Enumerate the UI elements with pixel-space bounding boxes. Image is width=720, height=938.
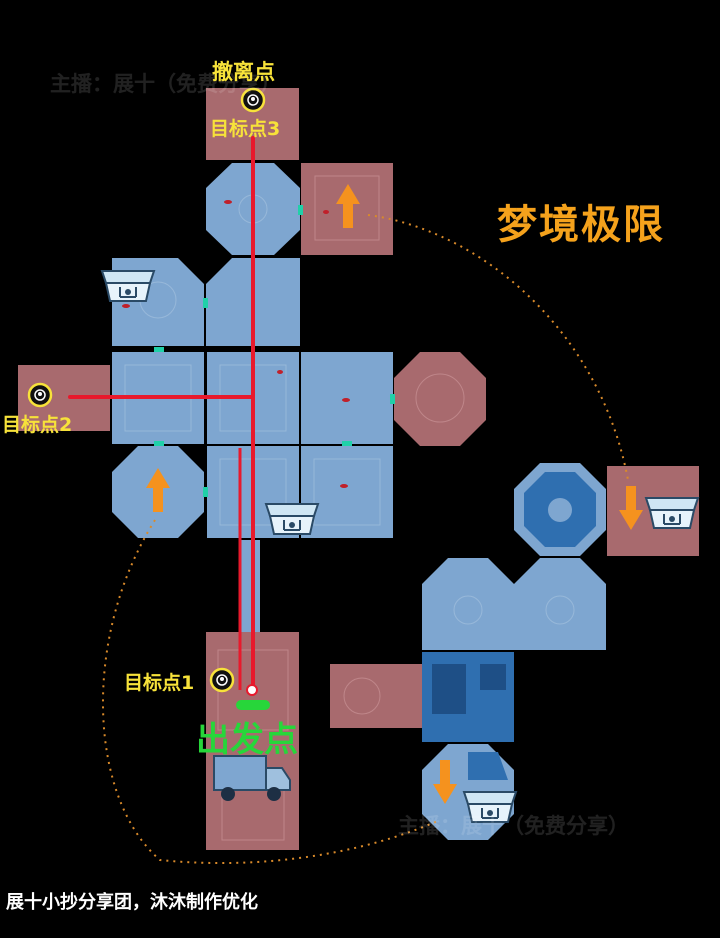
truck-icon <box>213 755 291 801</box>
treasure-chest-icon <box>265 503 319 535</box>
watermark-bottom: 主播：展十（免费分享） <box>398 814 629 838</box>
down-arrow-icon <box>619 486 643 530</box>
doors <box>154 205 395 497</box>
down-arrow-icon <box>433 760 457 804</box>
start-marker <box>236 700 270 710</box>
route-line <box>68 136 255 692</box>
corridor <box>240 540 260 632</box>
target-marker-icon <box>209 667 235 693</box>
octagon-red-room <box>394 352 486 446</box>
dark-blue-rooms <box>422 463 606 780</box>
blue-room-lower-right <box>514 558 606 650</box>
target-marker-icon <box>27 382 53 408</box>
treasure-chest-icon <box>101 270 155 302</box>
red-room-lower <box>330 664 422 728</box>
blue-room-right-mid <box>301 352 393 444</box>
watermark-top: 主播：展十（免费分享） <box>50 72 281 96</box>
map-title: 梦境极限 <box>497 202 665 248</box>
start-point-label: 出发点 <box>196 720 298 760</box>
blue-room-right-low <box>301 446 393 538</box>
extraction-point-label: 撤离点 <box>212 60 275 84</box>
target-2-label: 目标点2 <box>2 414 73 436</box>
enemy-dots <box>122 200 350 488</box>
blue-room-lower-left <box>422 558 514 650</box>
target-1-label: 目标点1 <box>124 672 195 694</box>
target-3-label: 目标点3 <box>210 118 281 140</box>
up-arrow-icon <box>146 468 170 512</box>
treasure-chest-icon <box>645 497 699 529</box>
up-arrow-icon <box>336 184 360 228</box>
arrows <box>146 184 643 804</box>
dotted-paths <box>102 214 629 864</box>
footer-credit: 展十小抄分享团，沐沐制作优化 <box>6 892 258 913</box>
player-icon <box>246 684 258 696</box>
